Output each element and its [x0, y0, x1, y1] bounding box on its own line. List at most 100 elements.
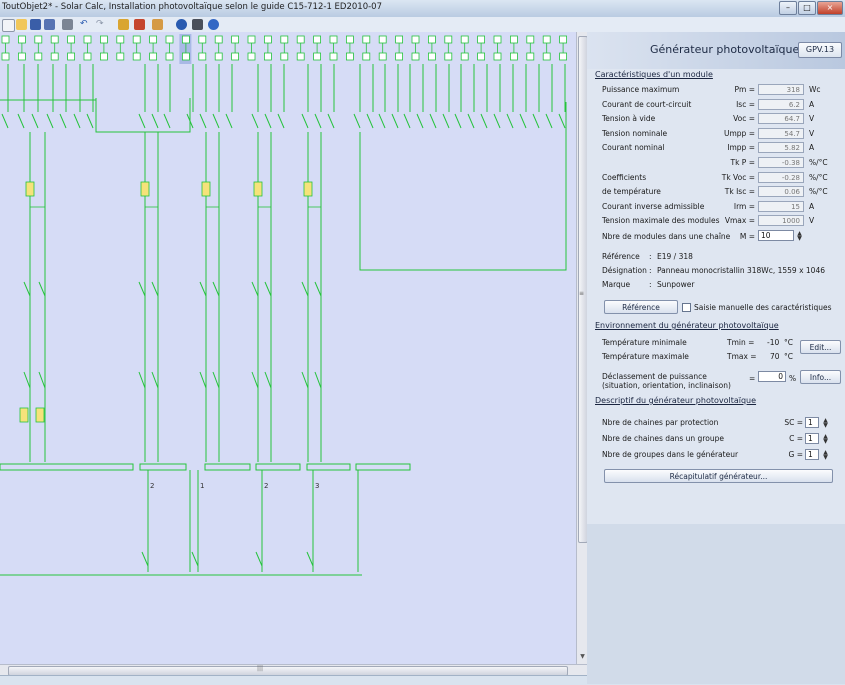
characteristic-value-field[interactable]: 1000 [758, 215, 804, 227]
switch-symbol [545, 113, 553, 129]
pv-module-symbol [181, 52, 190, 61]
switch-symbol [38, 281, 46, 297]
circuit-number: 1 [200, 482, 204, 490]
redo-icon[interactable]: ↷ [96, 19, 104, 29]
characteristic-label: Courant inverse admissible [602, 201, 705, 211]
pv-module-symbol [444, 35, 453, 44]
switch-symbol [251, 113, 259, 129]
characteristic-unit: V [809, 128, 815, 138]
characteristic-value-field[interactable]: 5.82 [758, 142, 804, 154]
characteristic-value-field[interactable]: 54.7 [758, 127, 804, 139]
new-icon[interactable] [2, 19, 15, 32]
characteristic-value-field[interactable]: 318 [758, 84, 804, 95]
open-icon[interactable] [16, 19, 27, 30]
component-id-button[interactable]: GPV.13 [798, 42, 842, 58]
hscroll-grip-icon: ||| [257, 665, 264, 672]
pv-module-symbol [198, 35, 207, 44]
characteristic-value-field[interactable]: 6.2 [758, 98, 804, 110]
help-icon[interactable] [208, 19, 219, 30]
switch-symbol [314, 371, 322, 389]
minimize-button[interactable]: – [779, 1, 797, 15]
characteristic-symbol: Umpp = [724, 128, 755, 138]
busbar [255, 463, 301, 471]
characteristic-label: de température [602, 187, 661, 197]
pv-module-symbol [263, 52, 272, 61]
characteristic-label: Courant de court-circuit [602, 99, 692, 109]
characteristic-unit: V [809, 216, 815, 226]
pv-module-symbol [329, 35, 338, 44]
pv-module-symbol [395, 52, 404, 61]
characteristic-unit: V [809, 114, 815, 124]
switch-symbol [301, 113, 309, 129]
switch-symbol [23, 371, 31, 389]
pv-module-symbol [509, 52, 518, 61]
switch-symbol [306, 551, 314, 567]
descriptif-symbol: C = [789, 434, 803, 443]
modules-per-chain-spinner-icon[interactable]: ▲▼ [797, 230, 802, 242]
pv-module-symbol [83, 52, 92, 61]
reference-button[interactable]: Référence [604, 300, 678, 314]
modules-per-chain-input[interactable]: 10 [758, 230, 794, 241]
layers-icon[interactable] [152, 19, 163, 30]
undo-icon[interactable]: ↶ [80, 19, 88, 29]
manual-entry-checkbox[interactable] [682, 303, 691, 312]
save-as-icon[interactable] [44, 19, 55, 30]
switch-symbol [264, 371, 272, 389]
save-icon[interactable] [30, 19, 41, 30]
pv-module-symbol [542, 35, 551, 44]
descriptif-input[interactable]: 1 [805, 417, 819, 428]
descriptif-spinner-icon[interactable]: ▲▼ [823, 433, 828, 445]
pv-module-symbol [17, 52, 26, 61]
export-icon[interactable] [192, 19, 203, 30]
pv-module-symbol [100, 52, 108, 61]
pv-module-symbol [34, 52, 43, 61]
pv-module-symbol [50, 52, 59, 61]
busbar [355, 463, 411, 471]
pv-module-symbol [67, 35, 75, 44]
tmin-value: -10 [767, 338, 780, 347]
descriptif-spinner-icon[interactable]: ▲▼ [823, 417, 828, 429]
busbar [139, 463, 187, 471]
print-icon[interactable] [62, 19, 73, 30]
characteristic-value-field[interactable]: 64.7 [758, 113, 804, 125]
characteristic-value-field[interactable]: 15 [758, 200, 804, 212]
pv-module-symbol [149, 52, 158, 61]
module-info-value: Sunpower [657, 280, 695, 289]
characteristic-label: Puissance maximum [602, 85, 680, 94]
switch-symbol [301, 371, 309, 389]
derating-input[interactable]: 0 [758, 371, 786, 382]
characteristic-value-field[interactable]: 0.06 [758, 186, 804, 198]
info-separator: : [649, 252, 652, 261]
generator-summary-button[interactable]: Récapitulatif générateur... [604, 469, 833, 483]
edit-temperature-button[interactable]: Edit... [800, 340, 841, 354]
pv-module-symbol [198, 52, 207, 61]
pv-module-symbol [231, 35, 240, 44]
pv-module-symbol [34, 35, 43, 44]
derating-info-button[interactable]: Info... [800, 370, 841, 384]
tmax-value: 70 [770, 352, 780, 361]
info-icon[interactable] [176, 19, 187, 30]
descriptif-input[interactable]: 1 [805, 449, 819, 460]
pv-module-symbol [50, 35, 59, 44]
pv-module-symbol [83, 35, 92, 44]
close-button[interactable]: × [817, 1, 843, 15]
module-info-label: Marque [602, 280, 631, 289]
edit-icon[interactable] [118, 19, 129, 30]
pv-module-symbol [526, 35, 535, 44]
pv-module-symbol [362, 52, 371, 61]
characteristic-unit: A [809, 99, 815, 109]
module-info-label: Référence [602, 252, 640, 261]
scroll-down-arrow-icon[interactable]: ▼ [580, 653, 585, 660]
maximize-button[interactable]: □ [798, 1, 816, 15]
library-icon[interactable] [134, 19, 145, 30]
pv-module-symbol [247, 35, 256, 44]
busbar [306, 463, 351, 471]
descriptif-spinner-icon[interactable]: ▲▼ [823, 449, 828, 461]
characteristic-label: Courant nominal [602, 143, 665, 153]
characteristic-value-field[interactable]: -0.28 [758, 171, 804, 183]
tmax-unit: °C [784, 352, 793, 361]
module-info-label: Désignation [602, 266, 647, 275]
characteristic-value-field[interactable]: -0.38 [758, 157, 804, 168]
descriptif-input[interactable]: 1 [805, 433, 819, 444]
